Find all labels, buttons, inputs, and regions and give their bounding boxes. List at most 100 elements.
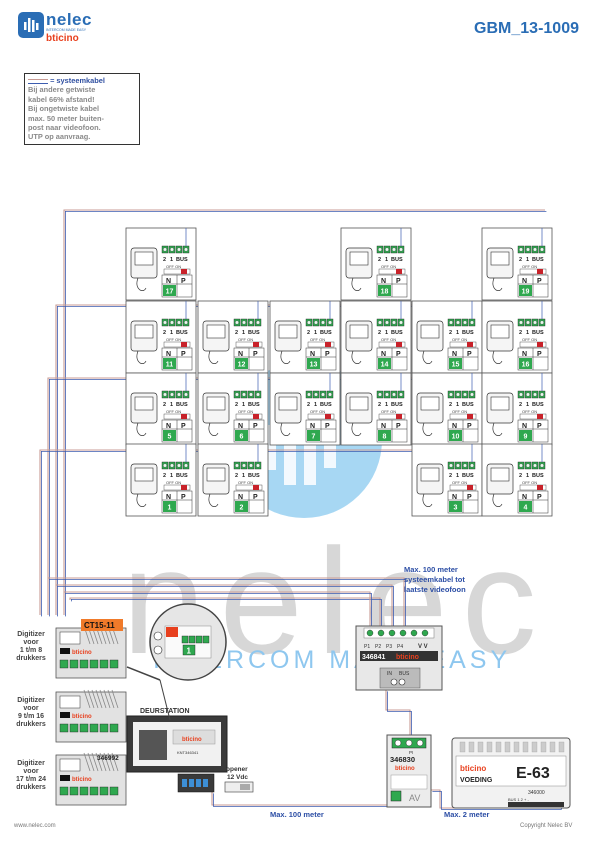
term-bus-label: BUS	[248, 330, 260, 336]
switch-label: OFF ON	[310, 409, 325, 414]
logo-tagline: INTERCOM MADE EASY	[46, 28, 87, 32]
term-2-label: 2	[235, 402, 238, 408]
unit-number: 1	[168, 505, 172, 512]
door-station-title: DEURSTATION	[140, 708, 190, 715]
term-1-label: 1	[170, 257, 173, 263]
door-station-brand: bticino	[182, 737, 202, 743]
term-bus-label: BUS	[532, 257, 544, 263]
ct15-badge: CT15-11	[81, 619, 123, 631]
p-label: P	[537, 351, 542, 358]
switch-label: OFF ON	[522, 409, 537, 414]
term-2-label: 2	[378, 330, 381, 336]
in-label: IN	[387, 671, 392, 677]
digitizer-module: bticino	[55, 752, 127, 806]
digitizer-brand: bticino	[72, 777, 92, 783]
note-line: Bij andere getwiste	[28, 85, 96, 95]
power-interface-model: 346830	[390, 755, 415, 764]
p-label: P	[467, 494, 472, 501]
n-label: N	[238, 351, 243, 358]
supply-brand: bticino	[460, 764, 486, 773]
term-bus-label: BUS	[532, 330, 544, 336]
n-label: N	[166, 278, 171, 285]
switch-label: OFF ON	[381, 337, 396, 342]
term-1-label: 1	[170, 402, 173, 408]
note-line: UTP op aanvraag.	[28, 132, 91, 142]
term-1-label: 1	[456, 330, 459, 336]
term-2-label: 2	[519, 257, 522, 263]
distributor-brand: bticino	[396, 654, 419, 661]
digitizer-module: bticino	[55, 625, 127, 679]
p-label: P	[537, 423, 542, 430]
switch-label: OFF ON	[381, 409, 396, 414]
switch-label: OFF ON	[310, 337, 325, 342]
power-interface-brand: bticino	[395, 766, 415, 772]
footer-copyright: Copyright Nelec BV	[520, 823, 573, 829]
unit-number: 8	[383, 434, 387, 441]
unit-number: 16	[522, 362, 530, 369]
term-1-label: 1	[314, 330, 317, 336]
out-label: V V	[418, 644, 428, 650]
n-label: N	[381, 423, 386, 430]
term-2-label: 2	[378, 257, 381, 263]
term-bus-label: BUS	[462, 473, 474, 479]
term-bus-label: BUS	[391, 330, 403, 336]
switch-label: OFF ON	[522, 480, 537, 485]
term-bus-label: BUS	[462, 330, 474, 336]
footer-url[interactable]: www.nelec.com	[14, 823, 56, 829]
opener-voltage: 12 Vdc	[227, 774, 248, 781]
term-bus-label: BUS	[176, 473, 188, 479]
n-label: N	[310, 423, 315, 430]
term-2-label: 2	[163, 257, 166, 263]
term-1-label: 1	[385, 257, 388, 263]
term-2-label: 2	[519, 473, 522, 479]
term-bus-label: BUS	[248, 473, 260, 479]
cable-note-line1: Max. 100 meter	[404, 565, 458, 574]
term-1-label: 1	[385, 402, 388, 408]
switch-label: OFF ON	[381, 264, 396, 269]
term-2-label: 2	[519, 402, 522, 408]
unit-number: 4	[524, 505, 528, 512]
digitizer-brand: bticino	[72, 714, 92, 720]
document-code: GBM_13-1009	[474, 20, 579, 37]
unit-number: 6	[240, 434, 244, 441]
p-label: P	[253, 351, 258, 358]
distributor-346841: P1 P2 P3 P4 V V 346841 bticino IN BUS	[355, 625, 443, 691]
switch-label: OFF ON	[166, 337, 181, 342]
digitizer-brand: bticino	[72, 650, 92, 656]
cable-note-line2: systeemkabel tot	[404, 575, 465, 584]
switch-label: OFF ON	[452, 409, 467, 414]
n-label: N	[452, 494, 457, 501]
power-supply-346000: bticino E-63 VOEDING 346000 BUS 1 2 + -	[451, 737, 571, 809]
p-label: P	[181, 423, 186, 430]
unit-number: 3	[454, 505, 458, 512]
av-label: AV	[409, 793, 420, 803]
p-label: P	[396, 351, 401, 358]
term-1-label: 1	[526, 402, 529, 408]
switch-label: OFF ON	[522, 264, 537, 269]
term-bus-label: BUS	[532, 402, 544, 408]
term-2-label: 2	[307, 330, 310, 336]
supply-code: E-63	[516, 765, 550, 782]
n-label: N	[238, 423, 243, 430]
term-1-label: 1	[456, 402, 459, 408]
p-label: P	[537, 494, 542, 501]
note-line: max. 50 meter buiten-	[28, 113, 104, 123]
term-1-label: 1	[456, 473, 459, 479]
p-label: P	[537, 278, 542, 285]
p-label: P	[325, 351, 330, 358]
switch-label: OFF ON	[166, 480, 181, 485]
digitizer-module: bticino	[55, 689, 127, 743]
port-p3: P3	[386, 644, 392, 650]
term-bus-label: BUS	[391, 257, 403, 263]
nelec-logo-icon	[18, 12, 44, 38]
max-100-label: Max. 100 meter	[270, 810, 324, 819]
